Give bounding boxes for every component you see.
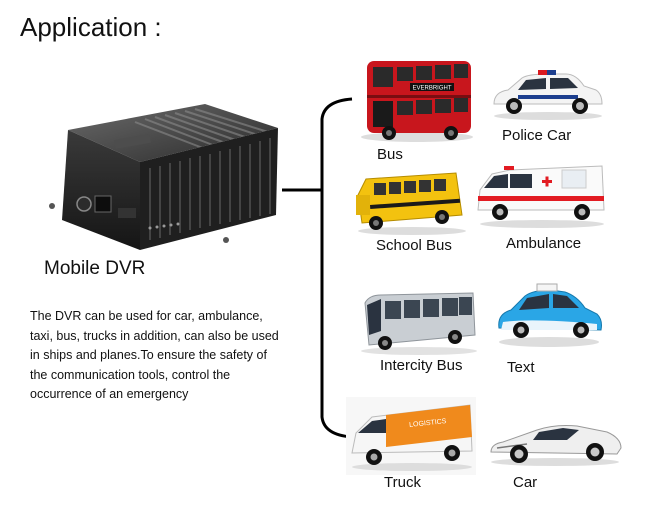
taxi-icon <box>493 278 605 350</box>
intercity-bus-icon <box>355 285 480 357</box>
mobile-dvr-image <box>40 100 285 260</box>
police-car-icon <box>488 62 606 122</box>
delivery-van-icon: LOGISTICS <box>346 397 476 475</box>
van-banner-text: LOGISTICS <box>409 418 447 429</box>
school-bus-icon <box>352 165 467 237</box>
product-label: Mobile DVR <box>44 258 146 279</box>
bus-banner-text: EVERBRIGHT <box>412 86 451 92</box>
vehicle-label-school-bus: School Bus <box>376 237 452 254</box>
description-line: taxi, bus, trucks in addition, can also … <box>30 328 279 343</box>
vehicle-label-police-car: Police Car <box>502 127 572 144</box>
vehicle-label-taxi: Text <box>507 359 535 376</box>
page-title: Application : <box>20 12 162 42</box>
description-line: the communication tools, control the <box>30 367 231 382</box>
vehicle-label-ambulance: Ambulance <box>506 235 582 252</box>
sports-car-icon <box>487 408 625 468</box>
vehicle-label-bus: Bus <box>377 146 403 163</box>
ambulance-icon <box>474 160 608 230</box>
description-line: The DVR can be used for car, ambulance, <box>30 309 263 323</box>
description-line: in ships and planes.To ensure the safety… <box>30 348 267 362</box>
product-description: The DVR can be used for car, ambulance, … <box>30 307 320 405</box>
connector-bracket <box>280 95 355 440</box>
double-decker-bus-icon: EVERBRIGHT <box>355 55 475 145</box>
vehicle-label-truck: Truck <box>384 474 421 491</box>
vehicle-label-car: Car <box>513 474 538 491</box>
vehicle-label-intercity-bus: Intercity Bus <box>380 357 463 374</box>
description-line: occurrence of an emergency <box>30 387 189 401</box>
